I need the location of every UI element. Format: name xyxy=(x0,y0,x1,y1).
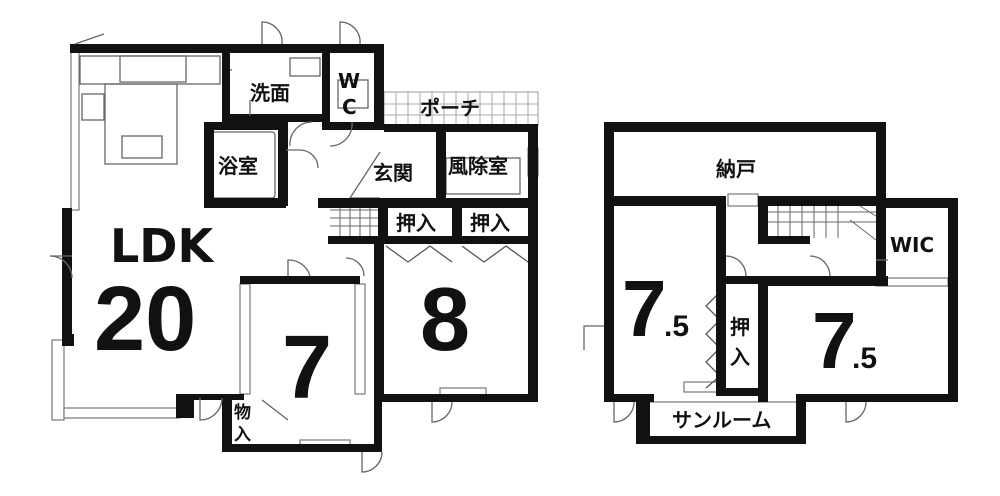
entrance-label: 玄関 xyxy=(373,161,413,185)
closet-doors xyxy=(385,245,529,263)
storage-label-bottom: 入 xyxy=(234,425,251,445)
sunroom-label: サンルーム xyxy=(672,408,771,432)
ldk-size: 20 xyxy=(94,268,196,370)
closet-label-bottom: 入 xyxy=(730,345,750,369)
storeroom-label: 納戸 xyxy=(716,157,756,181)
floor2-door-swings xyxy=(583,255,888,423)
floor1-plan: 洗面 W C ポーチ 浴室 玄関 風除室 押入 押入 LDK 20 7 8 物 … xyxy=(49,21,539,473)
closet-b-label: 押入 xyxy=(470,211,510,235)
bath-label: 浴室 xyxy=(218,154,258,178)
closet-label-top: 押 xyxy=(730,315,750,339)
room7-size: 7 xyxy=(282,318,332,418)
windbreak-label: 風除室 xyxy=(448,154,508,178)
floor2-windows xyxy=(647,193,949,441)
storage-label-top: 物 xyxy=(234,402,251,423)
floor2-walls xyxy=(604,122,958,444)
wc-label-bottom: C xyxy=(342,95,357,119)
floor2-plan: 納戸 WIC 7 .5 押 入 7 .5 サンルーム xyxy=(583,122,958,444)
room-left-dec: .5 xyxy=(664,310,689,343)
floor1-stairs xyxy=(330,206,380,236)
floor1-door-swings xyxy=(49,21,453,473)
wic-label: WIC xyxy=(890,233,934,257)
room8-size: 8 xyxy=(420,270,470,370)
porch-label: ポーチ xyxy=(420,96,480,120)
room-right-int: 7 xyxy=(812,296,857,385)
kitchen-fixtures xyxy=(79,55,221,165)
floor1-walls xyxy=(62,44,538,452)
washroom-label: 洗面 xyxy=(250,81,290,105)
ldk-label: LDK xyxy=(110,219,215,273)
room-right-dec: .5 xyxy=(852,342,877,375)
closet-a-label: 押入 xyxy=(396,211,436,235)
floor2-stairs xyxy=(766,205,877,241)
room-left-int: 7 xyxy=(622,264,667,353)
wc-label-top: W xyxy=(338,69,360,93)
porch-grid xyxy=(383,91,539,127)
